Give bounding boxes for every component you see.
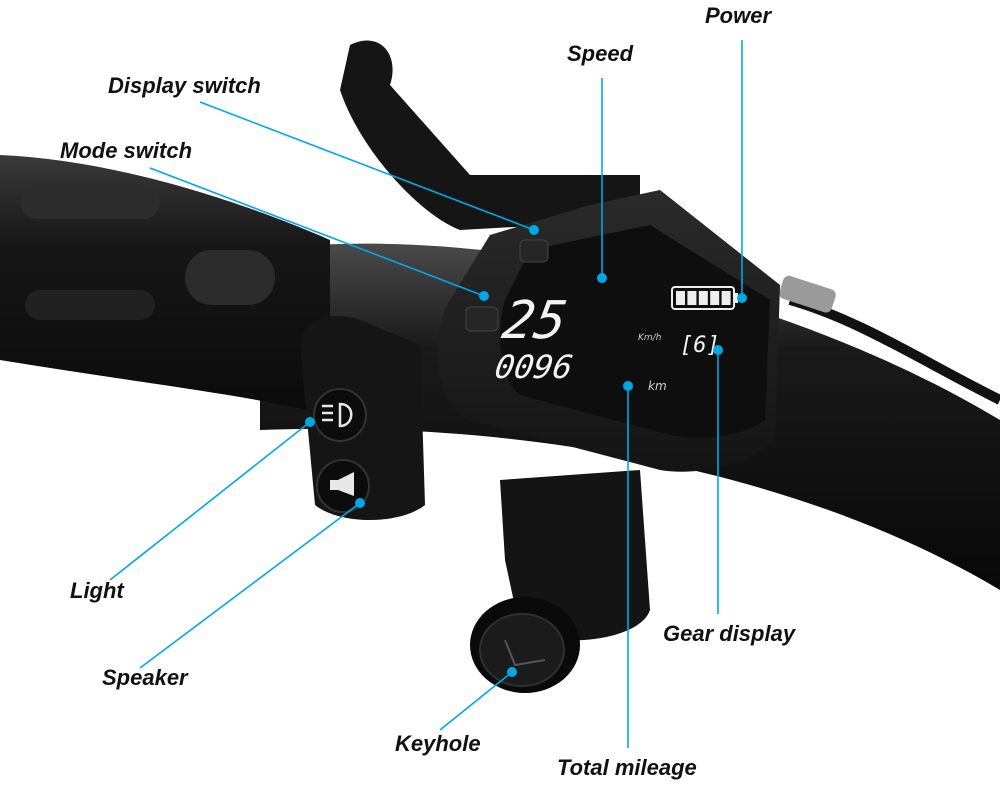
odometer-unit: km [648, 379, 667, 393]
battery-cell [676, 291, 685, 305]
callout-speed-dot [597, 273, 607, 283]
headlight-icon [322, 402, 353, 428]
callout-gear-display-dot [713, 345, 723, 355]
label-display-switch: Display switch [108, 73, 261, 98]
speed-unit: Km/h [638, 333, 662, 343]
callout-light [109, 421, 311, 581]
callout-mode-switch-dot [479, 291, 489, 301]
battery-cell [721, 291, 731, 305]
throttle-stem [500, 470, 650, 641]
light-button[interactable] [313, 388, 367, 442]
label-total-mileage: Total mileage [557, 755, 697, 780]
callout-speaker-dot [355, 498, 365, 508]
label-gear-display: Gear display [663, 621, 796, 646]
callout-mode-switch [149, 167, 485, 297]
speed-value: 25 [498, 290, 571, 351]
callout-display-switch [199, 101, 535, 231]
brake-lever [340, 40, 640, 230]
battery-cell [687, 291, 697, 305]
handle-grip [0, 155, 330, 415]
battery-cell [710, 291, 720, 305]
label-keyhole: Keyhole [395, 731, 481, 756]
callout-power-dot [737, 293, 747, 303]
label-speed: Speed [567, 41, 634, 66]
battery-indicator [671, 286, 738, 310]
label-power: Power [705, 3, 772, 28]
speaker-button[interactable] [316, 459, 370, 513]
callout-lines [109, 40, 747, 748]
label-mode-switch: Mode switch [60, 138, 193, 163]
callout-display-switch-dot [529, 225, 539, 235]
gear-value: [6] [680, 333, 720, 358]
mode-switch-button[interactable] [465, 306, 499, 332]
cable-connector [779, 275, 836, 313]
callout-light-dot [305, 417, 315, 427]
grip-ridges [20, 185, 275, 320]
label-speaker: Speaker [102, 665, 188, 690]
callout-total-mileage-dot [623, 381, 633, 391]
callout-keyhole [439, 671, 513, 731]
keyhole [470, 597, 580, 693]
callout-keyhole-dot [507, 667, 517, 677]
callout-speaker [139, 502, 361, 669]
odometer-value: 0096 [492, 348, 576, 386]
label-light: Light [70, 578, 124, 603]
display-screen [500, 225, 770, 438]
horn-icon [330, 472, 354, 496]
battery-cell [698, 291, 708, 305]
display-switch-button[interactable] [519, 239, 549, 263]
